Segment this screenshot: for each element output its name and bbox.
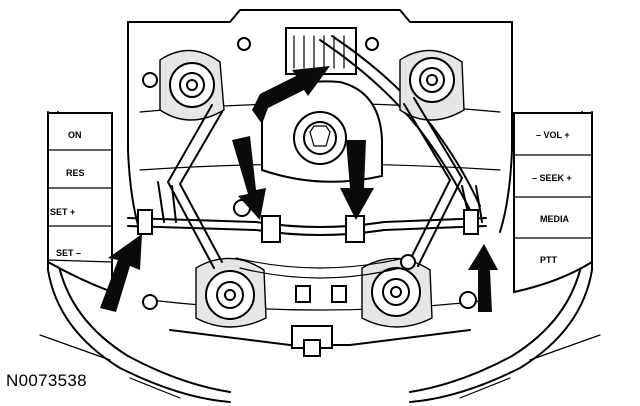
left-switch-pad: ON RES SET + SET – <box>47 112 113 294</box>
harness-clip-left <box>261 215 281 243</box>
screws <box>142 37 477 310</box>
mounting-boss-top-right <box>399 49 465 121</box>
right-button-media: MEDIA <box>540 214 570 224</box>
harness-clip-right <box>345 215 365 243</box>
lower-clip-post <box>303 339 321 357</box>
right-switch-pad: – VOL + – SEEK + MEDIA PTT <box>513 112 593 294</box>
spring-clip-arms <box>157 97 483 269</box>
hub-bolt-icon <box>309 125 331 147</box>
figure-id-label: N0073538 <box>6 371 87 390</box>
arrow-down-right-icon <box>340 140 374 220</box>
callout-arrows <box>100 66 498 312</box>
wheel-housing <box>39 111 601 403</box>
mounting-boss-bottom-left <box>195 257 267 328</box>
left-button-res: RES <box>66 168 85 178</box>
left-button-set-minus: SET – <box>56 248 81 258</box>
arrow-up-left-icon <box>100 234 142 312</box>
right-button-seek: – SEEK + <box>532 173 572 183</box>
left-button-set-plus: SET + <box>50 207 75 217</box>
left-button-on: ON <box>68 130 82 140</box>
mounting-boss-bottom-right <box>361 257 433 328</box>
right-button-ptt: PTT <box>540 255 558 265</box>
top-connector <box>285 27 481 211</box>
wire-harness <box>127 209 487 303</box>
mounting-boss-top-left <box>159 49 225 121</box>
arrow-down-left-icon <box>232 136 266 220</box>
right-button-vol: – VOL + <box>536 130 570 140</box>
arrow-up-right-icon <box>468 244 498 312</box>
arrow-top-center-icon <box>252 66 330 124</box>
